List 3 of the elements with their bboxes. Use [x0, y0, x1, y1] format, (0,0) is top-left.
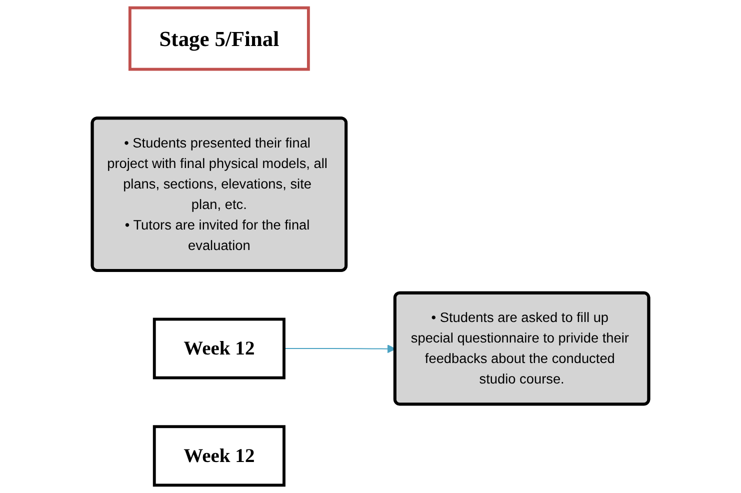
node-box: Stage 5/Final	[128, 6, 310, 71]
node-box: Week 12	[152, 425, 286, 487]
node-box: Week 12	[152, 318, 286, 380]
